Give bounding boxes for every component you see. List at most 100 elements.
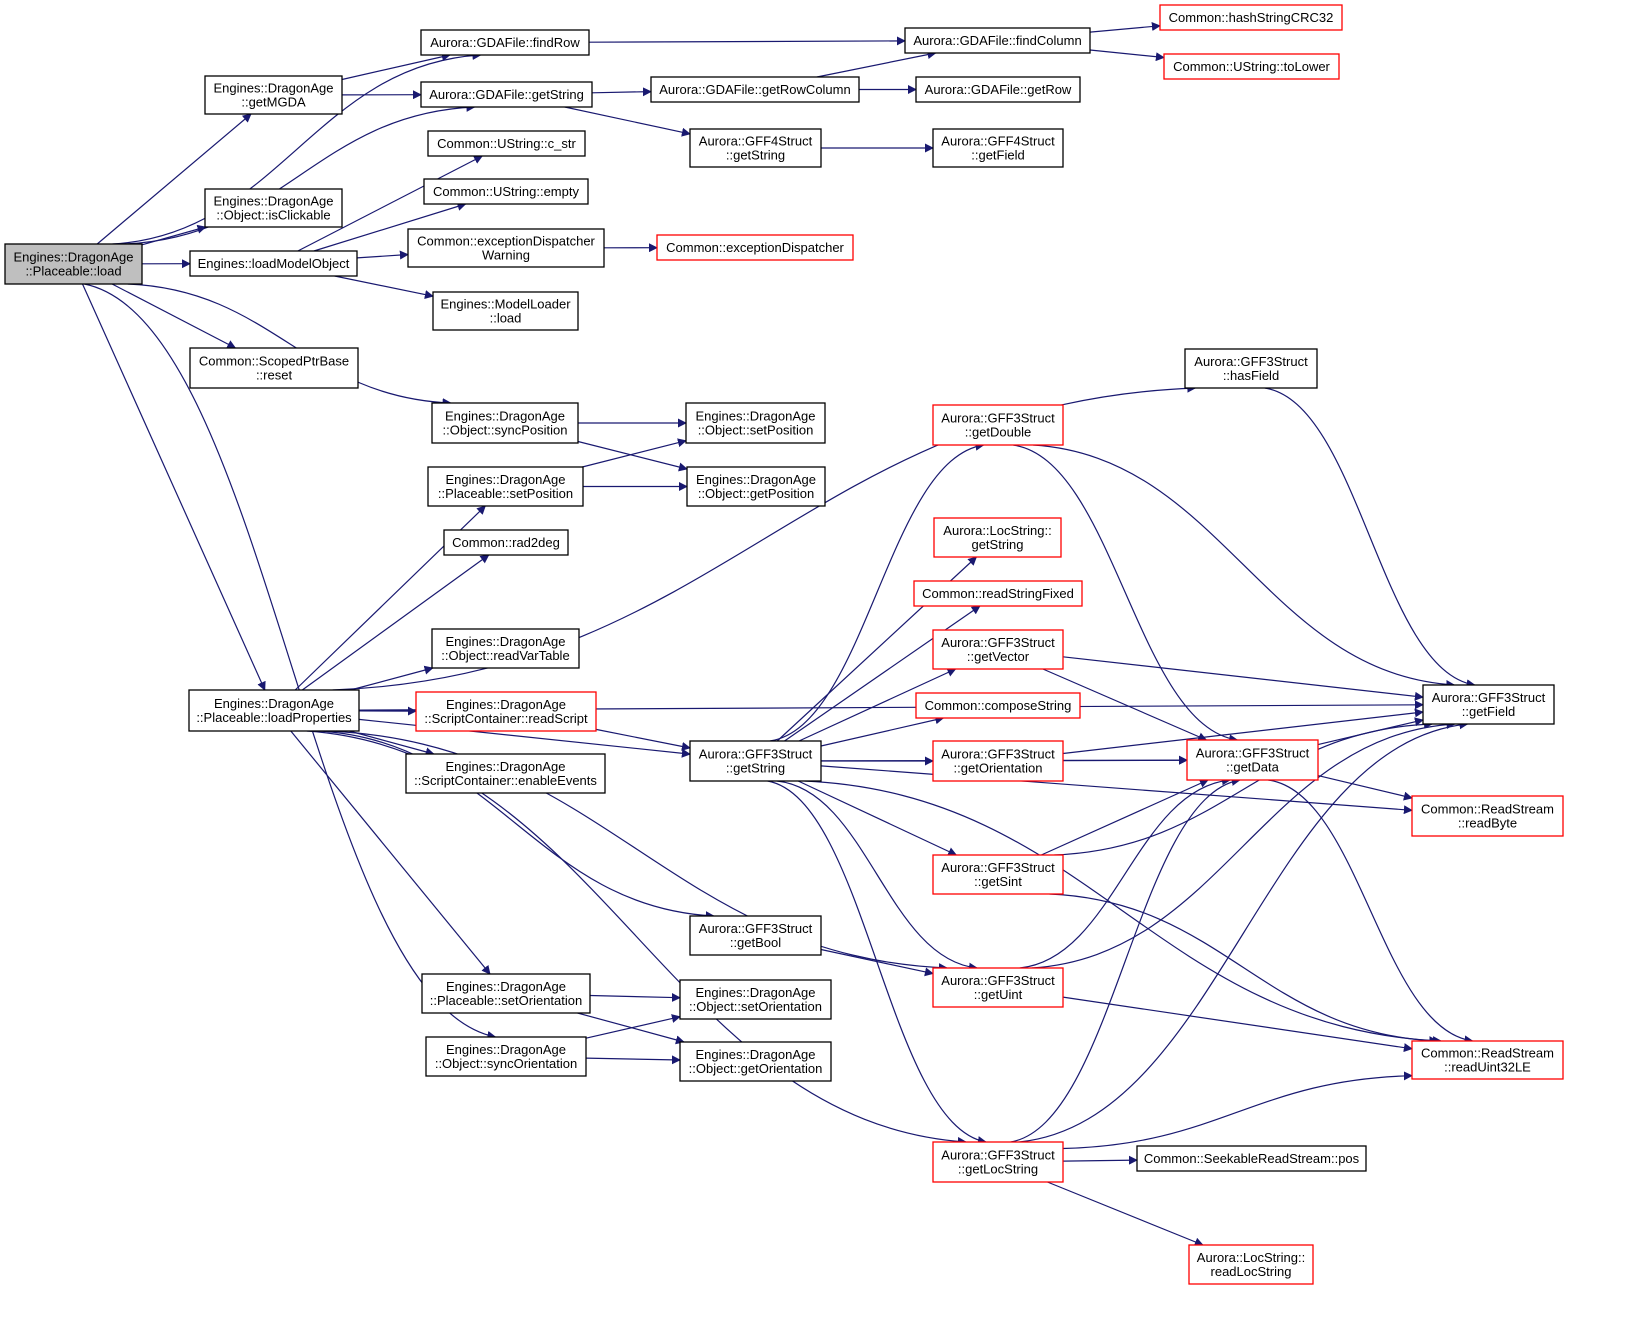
node-getsint[interactable]: Aurora::GFF3Struct::getSint bbox=[932, 854, 1064, 895]
node-label: Aurora::GDAFile::findColumn bbox=[913, 33, 1081, 48]
node-gff3-getstring[interactable]: Aurora::GFF3Struct::getString bbox=[689, 740, 822, 782]
node-plc-setorientation[interactable]: Engines::DragonAge::Placeable::setOrient… bbox=[421, 973, 591, 1014]
edge-path bbox=[111, 283, 237, 349]
node-box bbox=[1188, 1244, 1314, 1285]
node-label: ::getMGDA bbox=[241, 95, 306, 110]
node-gff4-getfield[interactable]: Aurora::GFF4Struct::getField bbox=[932, 128, 1064, 168]
node-box bbox=[679, 1041, 832, 1082]
node-findcolumn[interactable]: Aurora::GDAFile::findColumn bbox=[904, 27, 1091, 54]
edge-path bbox=[1019, 776, 1231, 969]
node-box bbox=[1186, 739, 1319, 781]
node-obj-getorientation[interactable]: Engines::DragonAge::Object::getOrientati… bbox=[679, 1041, 832, 1082]
node-box bbox=[420, 81, 593, 108]
node-obj-setposition[interactable]: Engines::DragonAge::Object::setPosition bbox=[685, 402, 826, 444]
node-getuint[interactable]: Aurora::GFF3Struct::getUint bbox=[932, 967, 1064, 1008]
node-gff3-hasfield[interactable]: Aurora::GFF3Struct::hasField bbox=[1184, 348, 1318, 389]
node-label: Aurora::GFF4Struct bbox=[699, 134, 813, 149]
node-readscript[interactable]: Engines::DragonAge::ScriptContainer::rea… bbox=[415, 691, 597, 732]
edge-path bbox=[96, 113, 252, 245]
node-label: ::Object::syncPosition bbox=[443, 423, 568, 438]
node-obj-getposition[interactable]: Engines::DragonAge::Object::getPosition bbox=[686, 466, 826, 507]
edge-path bbox=[595, 728, 691, 751]
node-syncposition[interactable]: Engines::DragonAge::Object::syncPosition bbox=[431, 402, 579, 444]
node-box bbox=[689, 915, 822, 956]
edge-getmgda-to-findrow bbox=[341, 52, 451, 81]
node-readlocstring[interactable]: Aurora::LocString::readLocString bbox=[1188, 1244, 1314, 1285]
node-label: Common::SeekableReadStream::pos bbox=[1144, 1151, 1360, 1166]
node-label: ::getSint bbox=[974, 874, 1022, 889]
edge-loadproperties-to-readvartable bbox=[350, 665, 434, 691]
edge-path bbox=[1264, 387, 1476, 689]
node-box bbox=[932, 967, 1064, 1008]
edge-path bbox=[1047, 1181, 1204, 1247]
node-readbyte[interactable]: Common::ReadStream::readByte bbox=[1411, 795, 1564, 837]
node-enableevents[interactable]: Engines::DragonAge::ScriptContainer::ena… bbox=[405, 753, 606, 794]
node-plc-setposition[interactable]: Engines::DragonAge::Placeable::setPositi… bbox=[427, 466, 584, 507]
edge-loadproperties-to-getuint bbox=[327, 730, 948, 973]
node-getrow[interactable]: Aurora::GDAFile::getRow bbox=[915, 76, 1081, 103]
node-placeable-load[interactable]: Engines::DragonAge::Placeable::load bbox=[4, 243, 143, 285]
node-c-str[interactable]: Common::UString::c_str bbox=[427, 130, 586, 157]
node-gff3-getfield[interactable]: Aurora::GFF3Struct::getField bbox=[1422, 684, 1555, 725]
edge-path bbox=[350, 665, 434, 691]
node-readuint32le[interactable]: Common::ReadStream::readUint32LE bbox=[1411, 1040, 1564, 1080]
node-gda-getstring[interactable]: Aurora::GDAFile::getString bbox=[420, 81, 593, 108]
node-box bbox=[689, 740, 822, 782]
node-label: Engines::DragonAge bbox=[696, 472, 816, 487]
node-readstringfixed[interactable]: Common::readStringFixed bbox=[913, 580, 1083, 607]
edge-placeable_load-to-loadproperties bbox=[81, 283, 266, 691]
node-seekable-pos[interactable]: Common::SeekableReadStream::pos bbox=[1136, 1145, 1367, 1172]
node-getmgda[interactable]: Engines::DragonAge::getMGDA bbox=[204, 75, 343, 115]
node-ustring-empty[interactable]: Common::UString::empty bbox=[423, 178, 589, 205]
edge-getlocstring-to-readlocstring bbox=[1047, 1181, 1204, 1247]
node-getorientation-gff[interactable]: Aurora::GFF3Struct::getOrientation bbox=[932, 740, 1064, 782]
node-rad2deg[interactable]: Common::rad2deg bbox=[443, 529, 569, 556]
node-box bbox=[915, 692, 1081, 719]
node-box bbox=[679, 979, 832, 1020]
node-findrow[interactable]: Aurora::GDAFile::findRow bbox=[420, 29, 590, 56]
node-label: Engines::DragonAge bbox=[696, 985, 816, 1000]
node-label: Engines::DragonAge bbox=[446, 634, 566, 649]
edge-placeable_load-to-syncposition bbox=[127, 283, 452, 408]
edge-gff3_getstring-to-getuint bbox=[776, 780, 978, 972]
node-label: Common::hashStringCRC32 bbox=[1169, 10, 1334, 25]
node-getrowcolumn[interactable]: Aurora::GDAFile::getRowColumn bbox=[650, 76, 860, 103]
node-box bbox=[915, 76, 1081, 103]
node-box bbox=[4, 243, 143, 285]
node-getbool[interactable]: Aurora::GFF3Struct::getBool bbox=[689, 915, 822, 956]
node-getlocstring[interactable]: Aurora::GFF3Struct::getLocString bbox=[932, 1141, 1064, 1183]
node-hashstringcrc32[interactable]: Common::hashStringCRC32 bbox=[1159, 4, 1343, 31]
node-label: Aurora::GFF3Struct bbox=[941, 1148, 1055, 1163]
node-loadmodelobject[interactable]: Engines::loadModelObject bbox=[189, 250, 358, 277]
node-scopedptr-reset[interactable]: Common::ScopedPtrBase::reset bbox=[189, 347, 359, 389]
edge-path bbox=[564, 106, 691, 137]
node-label: ::Placeable::setPosition bbox=[438, 486, 573, 501]
node-obj-setorientation[interactable]: Engines::DragonAge::Object::setOrientati… bbox=[679, 979, 832, 1020]
edge-loadmodelobject-to-modelloader_load bbox=[334, 275, 434, 299]
node-label: Aurora::GFF3Struct bbox=[699, 921, 813, 936]
node-composestring[interactable]: Common::composeString bbox=[915, 692, 1081, 719]
node-box bbox=[415, 691, 597, 732]
edge-path bbox=[1031, 720, 1456, 969]
edge-path bbox=[1268, 779, 1474, 1045]
edge-path bbox=[591, 87, 652, 97]
node-gff4-getstring[interactable]: Aurora::GFF4Struct::getString bbox=[689, 128, 822, 168]
node-modelloader-load[interactable]: Engines::ModelLoader::load bbox=[432, 291, 579, 331]
node-locstring-getstring[interactable]: Aurora::LocString::getString bbox=[933, 517, 1062, 558]
node-getdouble[interactable]: Aurora::GFF3Struct::getDouble bbox=[932, 404, 1064, 446]
node-box bbox=[932, 854, 1064, 895]
node-getvector[interactable]: Aurora::GFF3Struct::getVector bbox=[932, 629, 1064, 670]
node-readvartable[interactable]: Engines::DragonAge::Object::readVarTable bbox=[431, 628, 580, 669]
node-syncorientation[interactable]: Engines::DragonAge::Object::syncOrientat… bbox=[425, 1036, 587, 1077]
node-loadproperties[interactable]: Engines::DragonAge::Placeable::loadPrope… bbox=[188, 689, 360, 732]
node-label: Engines::DragonAge bbox=[446, 979, 566, 994]
node-label: ::Object::setPosition bbox=[698, 423, 814, 438]
node-box bbox=[204, 75, 343, 115]
node-tolower[interactable]: Common::UString::toLower bbox=[1163, 53, 1340, 80]
node-exdisp[interactable]: Common::exceptionDispatcher bbox=[656, 234, 854, 261]
node-isclickable[interactable]: Engines::DragonAge::Object::isClickable bbox=[204, 188, 343, 228]
node-getdata[interactable]: Aurora::GFF3Struct::getData bbox=[1186, 739, 1319, 781]
edge-gff3_getstring-to-getvector bbox=[798, 668, 957, 742]
